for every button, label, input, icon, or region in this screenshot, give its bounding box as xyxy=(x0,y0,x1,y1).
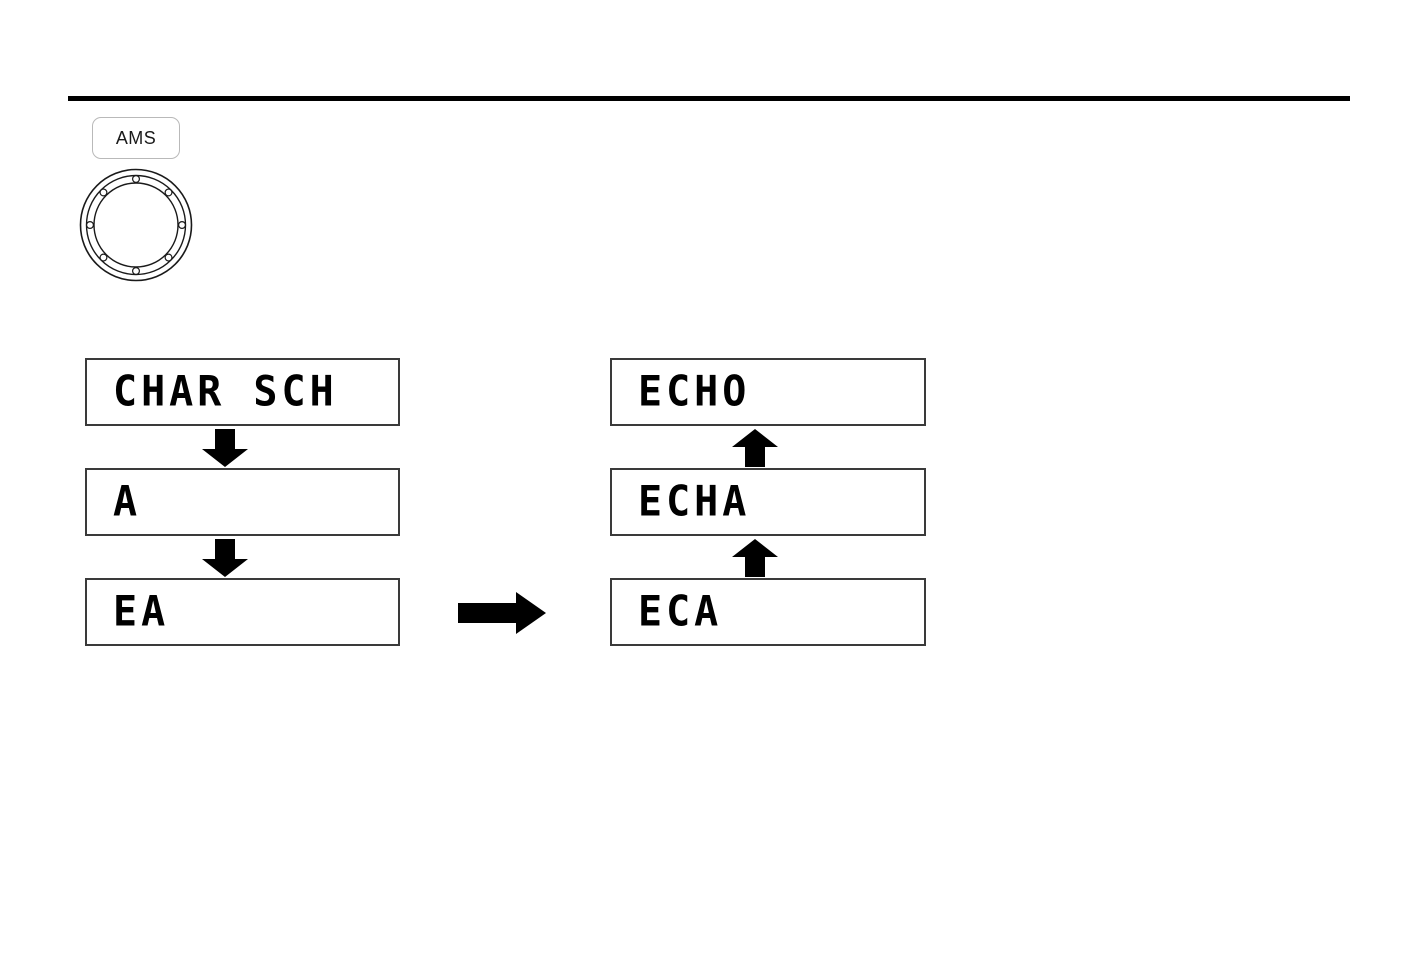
arrow-right-icon xyxy=(458,592,546,634)
lcd-display-eca: ECA xyxy=(610,578,926,646)
lcd-text: EA xyxy=(113,588,170,636)
arrow-up-icon xyxy=(732,539,778,577)
arrow-down-icon xyxy=(202,429,248,467)
lcd-display-ea: EA xyxy=(85,578,400,646)
lcd-text: ECHA xyxy=(638,478,751,526)
header-rule xyxy=(68,96,1350,101)
arrow-up-icon xyxy=(732,429,778,467)
lcd-text: ECA xyxy=(638,588,723,636)
lcd-display-a: A xyxy=(85,468,400,536)
lcd-text: ECHO xyxy=(638,368,751,416)
lcd-display-echa: ECHA xyxy=(610,468,926,536)
dial-knob-icon xyxy=(79,168,193,282)
arrow-down-icon xyxy=(202,539,248,577)
lcd-text: CHAR SCH xyxy=(113,368,338,416)
tuning-dial-knob[interactable] xyxy=(78,167,194,283)
lcd-display-char-sch: CHAR SCH xyxy=(85,358,400,426)
ams-button-label: AMS xyxy=(115,127,157,148)
ams-button[interactable]: AMS xyxy=(92,117,180,159)
lcd-text: A xyxy=(113,478,142,526)
lcd-display-echo: ECHO xyxy=(610,358,926,426)
